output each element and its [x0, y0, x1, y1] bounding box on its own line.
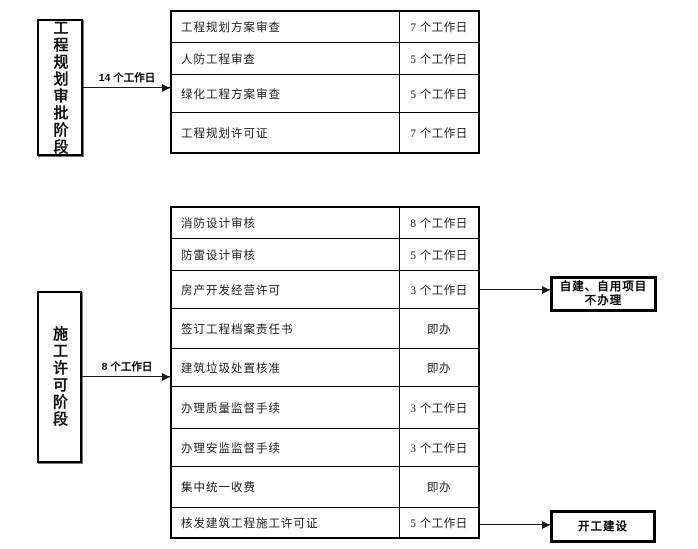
step-duration: 7 个工作日 — [410, 127, 468, 140]
arrowhead-right-icon — [162, 83, 170, 92]
step-name: 工程规划方案审查 — [172, 12, 400, 42]
step-duration: 3 个工作日 — [410, 442, 468, 455]
start-construction-label: 开工建设 — [578, 520, 628, 533]
arrowhead-right-icon — [542, 520, 550, 529]
step-name: 集中统一收费 — [172, 467, 400, 507]
stage2-arrow — [82, 372, 170, 381]
self-build-callout-line1: 自建、自用项目 — [559, 281, 648, 293]
step-duration: 5 个工作日 — [410, 517, 468, 530]
step-name: 绿化工程方案审查 — [172, 75, 400, 112]
start-construction-callout: 开工建设 — [550, 510, 656, 543]
table-row: 绿化工程方案审查 5 个工作日 — [172, 75, 478, 113]
stage2-arrow-label: 8 个工作日 — [101, 361, 153, 373]
self-build-callout-line2: 不办理 — [584, 295, 623, 307]
step-name: 防雷设计审核 — [172, 239, 400, 270]
table-row: 人防工程审查 5 个工作日 — [172, 43, 478, 75]
table-row: 核发建筑工程施工许可证 5 个工作日 — [172, 508, 478, 537]
step-duration: 7 个工作日 — [410, 22, 468, 34]
stage1-arrow — [83, 83, 170, 92]
step-duration: 即办 — [427, 362, 451, 375]
stage1-box: 工程规划审批阶段 — [37, 19, 83, 156]
step-duration: 即办 — [427, 482, 451, 494]
table-row: 办理安监监督手续 3 个工作日 — [172, 429, 478, 467]
step-duration: 5 个工作日 — [410, 88, 468, 101]
arrowhead-right-icon — [542, 285, 550, 294]
step-name: 办理质量监督手续 — [172, 387, 400, 428]
stage2-label: 施工许可阶段 — [51, 326, 67, 428]
step-duration: 5 个工作日 — [410, 53, 468, 66]
step-name: 消防设计审核 — [172, 208, 400, 238]
step-name: 建筑垃圾处置核准 — [172, 349, 400, 386]
step-name: 房产开发经营许可 — [172, 271, 400, 308]
table-row: 防雷设计审核 5 个工作日 — [172, 239, 478, 271]
stage1-label: 工程规划审批阶段 — [51, 19, 68, 156]
arrowhead-right-icon — [162, 372, 170, 381]
start-construction-arrow — [480, 520, 550, 529]
stage1-table: 工程规划方案审查 7 个工作日 人防工程审查 5 个工作日 绿化工程方案审查 5… — [170, 10, 480, 154]
table-row: 消防设计审核 8 个工作日 — [172, 208, 478, 239]
table-row: 房产开发经营许可 3 个工作日 — [172, 271, 478, 309]
table-row: 工程规划方案审查 7 个工作日 — [172, 12, 478, 43]
table-row: 建筑垃圾处置核准 即办 — [172, 349, 478, 387]
table-row: 工程规划许可证 7 个工作日 — [172, 113, 478, 152]
step-name: 人防工程审查 — [172, 43, 400, 74]
step-name: 工程规划许可证 — [172, 113, 400, 152]
self-build-callout: 自建、自用项目 不办理 — [550, 276, 657, 312]
self-build-arrow — [480, 285, 550, 294]
step-duration: 5 个工作日 — [410, 249, 468, 262]
stage1-arrow-label: 14 个工作日 — [98, 72, 156, 84]
table-row: 办理质量监督手续 3 个工作日 — [172, 387, 478, 429]
step-duration: 3 个工作日 — [410, 284, 468, 297]
step-duration: 8 个工作日 — [410, 218, 468, 230]
step-duration: 3 个工作日 — [410, 402, 468, 415]
stage2-box: 施工许可阶段 — [37, 291, 82, 463]
step-duration: 即办 — [427, 323, 451, 336]
table-row: 签订工程档案责任书 即办 — [172, 309, 478, 349]
stage2-table: 消防设计审核 8 个工作日 防雷设计审核 5 个工作日 房产开发经营许可 3 个… — [170, 206, 480, 539]
step-name: 办理安监监督手续 — [172, 429, 400, 466]
table-row: 集中统一收费 即办 — [172, 467, 478, 508]
step-name: 签订工程档案责任书 — [172, 309, 400, 348]
step-name: 核发建筑工程施工许可证 — [172, 508, 400, 537]
